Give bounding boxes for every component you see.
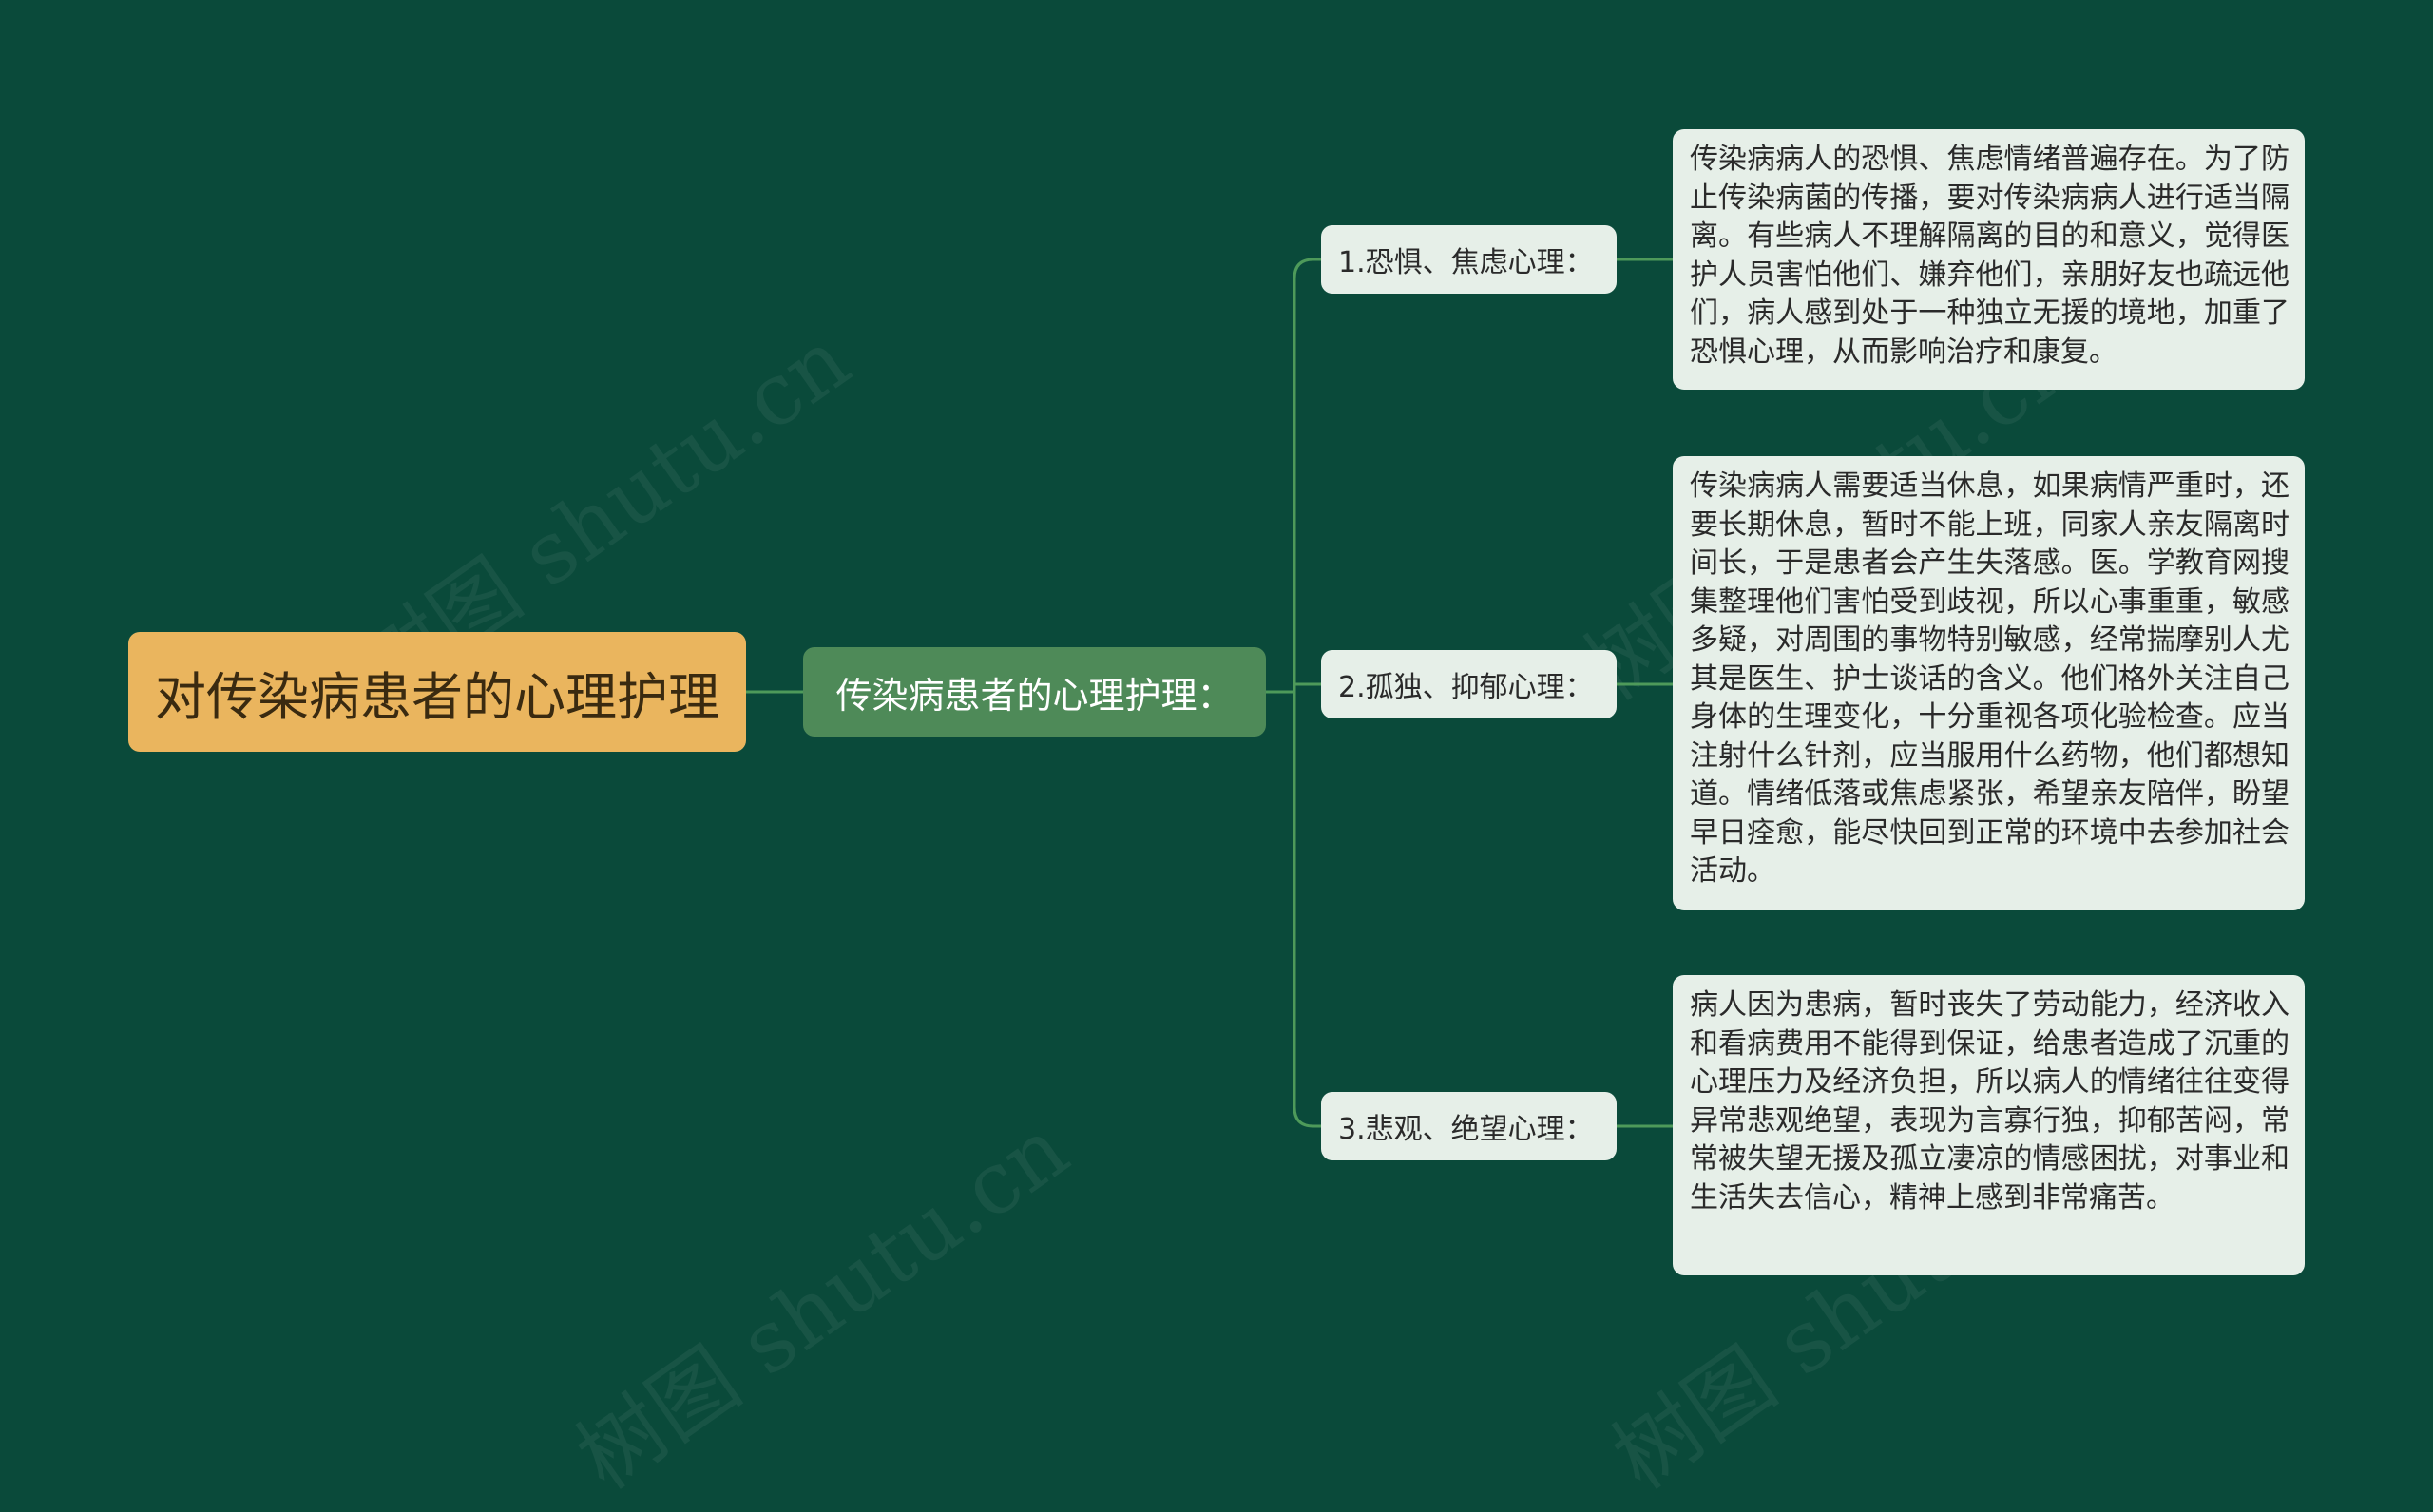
root-topic[interactable]: 对传染病患者的心理护理 <box>128 632 746 752</box>
branch-topic-2[interactable]: 2.孤独、抑郁心理： <box>1321 650 1617 718</box>
detail-note-text: 传染病病人需要适当休息，如果病情严重时，还要长期休息，暂时不能上班，同家人亲友隔… <box>1690 469 2289 888</box>
branch-topic-label: 2.孤独、抑郁心理： <box>1338 671 1594 704</box>
branch-topic-label: 1.恐惧、焦虑心理： <box>1338 246 1594 279</box>
connector-lines <box>746 258 1673 1128</box>
connector-branch-1 <box>1293 258 1321 692</box>
branch-topic-1[interactable]: 1.恐惧、焦虑心理： <box>1321 225 1617 294</box>
detail-note-1[interactable]: 传染病病人的恐惧、焦虑情绪普遍存在。为了防止传染病菌的传播，要对传染病病人进行适… <box>1673 129 2305 390</box>
detail-note-text: 病人因为患病，暂时丧失了劳动能力，经济收入和看病费用不能得到保证，给患者造成了沉… <box>1690 988 2289 1215</box>
branch-topic-label: 3.悲观、绝望心理： <box>1338 1113 1594 1146</box>
main-topic-label: 传染病患者的心理护理： <box>835 674 1234 717</box>
branch-topic-3[interactable]: 3.悲观、绝望心理： <box>1321 1092 1617 1160</box>
root-topic-label: 对传染病患者的心理护理 <box>155 666 719 727</box>
detail-note-3[interactable]: 病人因为患病，暂时丧失了劳动能力，经济收入和看病费用不能得到保证，给患者造成了沉… <box>1673 975 2305 1275</box>
detail-note-2[interactable]: 传染病病人需要适当休息，如果病情严重时，还要长期休息，暂时不能上班，同家人亲友隔… <box>1673 456 2305 910</box>
mind-map-canvas: 树图 shutu.cn 树图 shutu.cn 树图 shutu.cn 树图 s… <box>128 129 2305 1509</box>
detail-note-text: 传染病病人的恐惧、焦虑情绪普遍存在。为了防止传染病菌的传播，要对传染病病人进行适… <box>1690 143 2289 369</box>
connector-branch-3 <box>1293 692 1321 1128</box>
main-topic[interactable]: 传染病患者的心理护理： <box>803 647 1266 737</box>
